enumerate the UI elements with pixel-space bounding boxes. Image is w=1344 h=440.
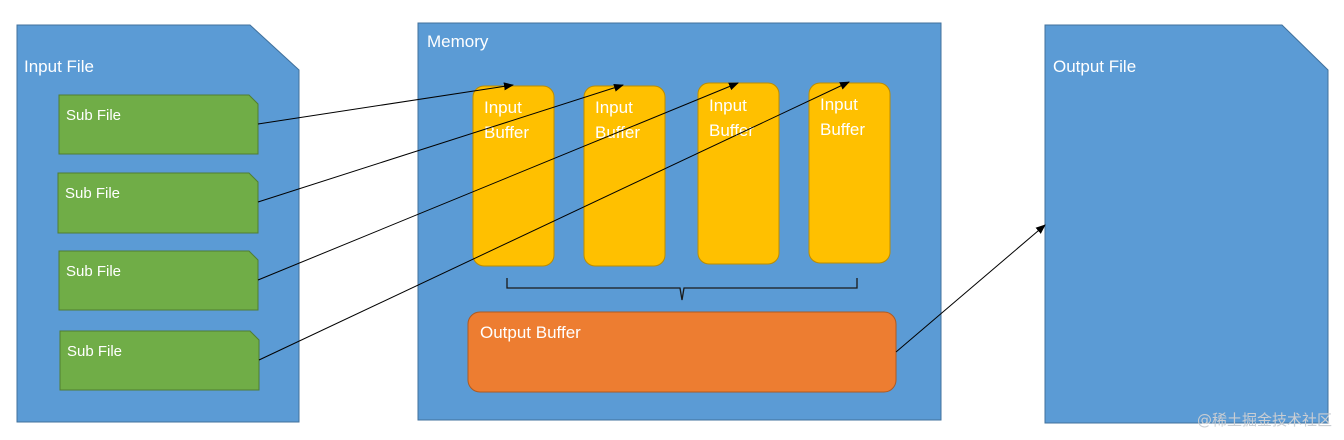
sub-file-label: Sub File (66, 107, 121, 124)
arrow-output-buffer-to-output-file (895, 224, 1046, 353)
output-buffer: Output Buffer (467, 311, 897, 393)
arrow-sub-file-2-to-buffer-2 (257, 83, 624, 203)
input-buffer-label-line2: Buffer (484, 123, 529, 142)
input-buffer-label-line1: Input (709, 96, 747, 115)
sub-file-shape (57, 172, 259, 234)
input-buffer-3: Input Buffer (697, 82, 780, 265)
sub-file-3: Sub File (58, 250, 259, 311)
output-file-shape (1044, 24, 1329, 424)
sub-file-shape (59, 330, 260, 391)
output-file: Output File (1044, 24, 1329, 424)
arrow-sub-file-3-to-buffer-3 (257, 82, 739, 281)
arrow-sub-file-4-to-buffer-4 (258, 81, 850, 361)
sub-file-4: Sub File (59, 330, 260, 391)
sub-file-shape (58, 94, 259, 155)
input-file-label: Input File (24, 57, 94, 76)
output-buffer-label: Output Buffer (480, 323, 581, 342)
sub-file-1: Sub File (58, 94, 259, 155)
sub-file-shape (58, 250, 259, 311)
input-buffer-2: Input Buffer (583, 85, 666, 267)
input-buffer-label-line2: Buffer (820, 120, 865, 139)
input-buffer-1: Input Buffer (472, 85, 555, 267)
watermark: @稀土掘金技术社区 (1196, 411, 1332, 429)
sub-file-label: Sub File (65, 185, 120, 202)
memory-label: Memory (427, 32, 489, 51)
input-buffer-shape (583, 85, 666, 267)
input-buffer-label-line2: Buffer (709, 121, 754, 140)
input-buffer-label-line1: Input (595, 98, 633, 117)
output-file-label: Output File (1053, 57, 1136, 76)
merge-brace (506, 278, 858, 301)
arrow-sub-file-1-to-buffer-1 (257, 82, 514, 125)
sub-file-label: Sub File (66, 263, 121, 280)
sub-file-label: Sub File (67, 343, 122, 360)
input-buffer-label-line1: Input (484, 98, 522, 117)
input-buffer-label-line1: Input (820, 95, 858, 114)
sub-file-2: Sub File (57, 172, 259, 234)
input-buffer-4: Input Buffer (808, 82, 891, 264)
